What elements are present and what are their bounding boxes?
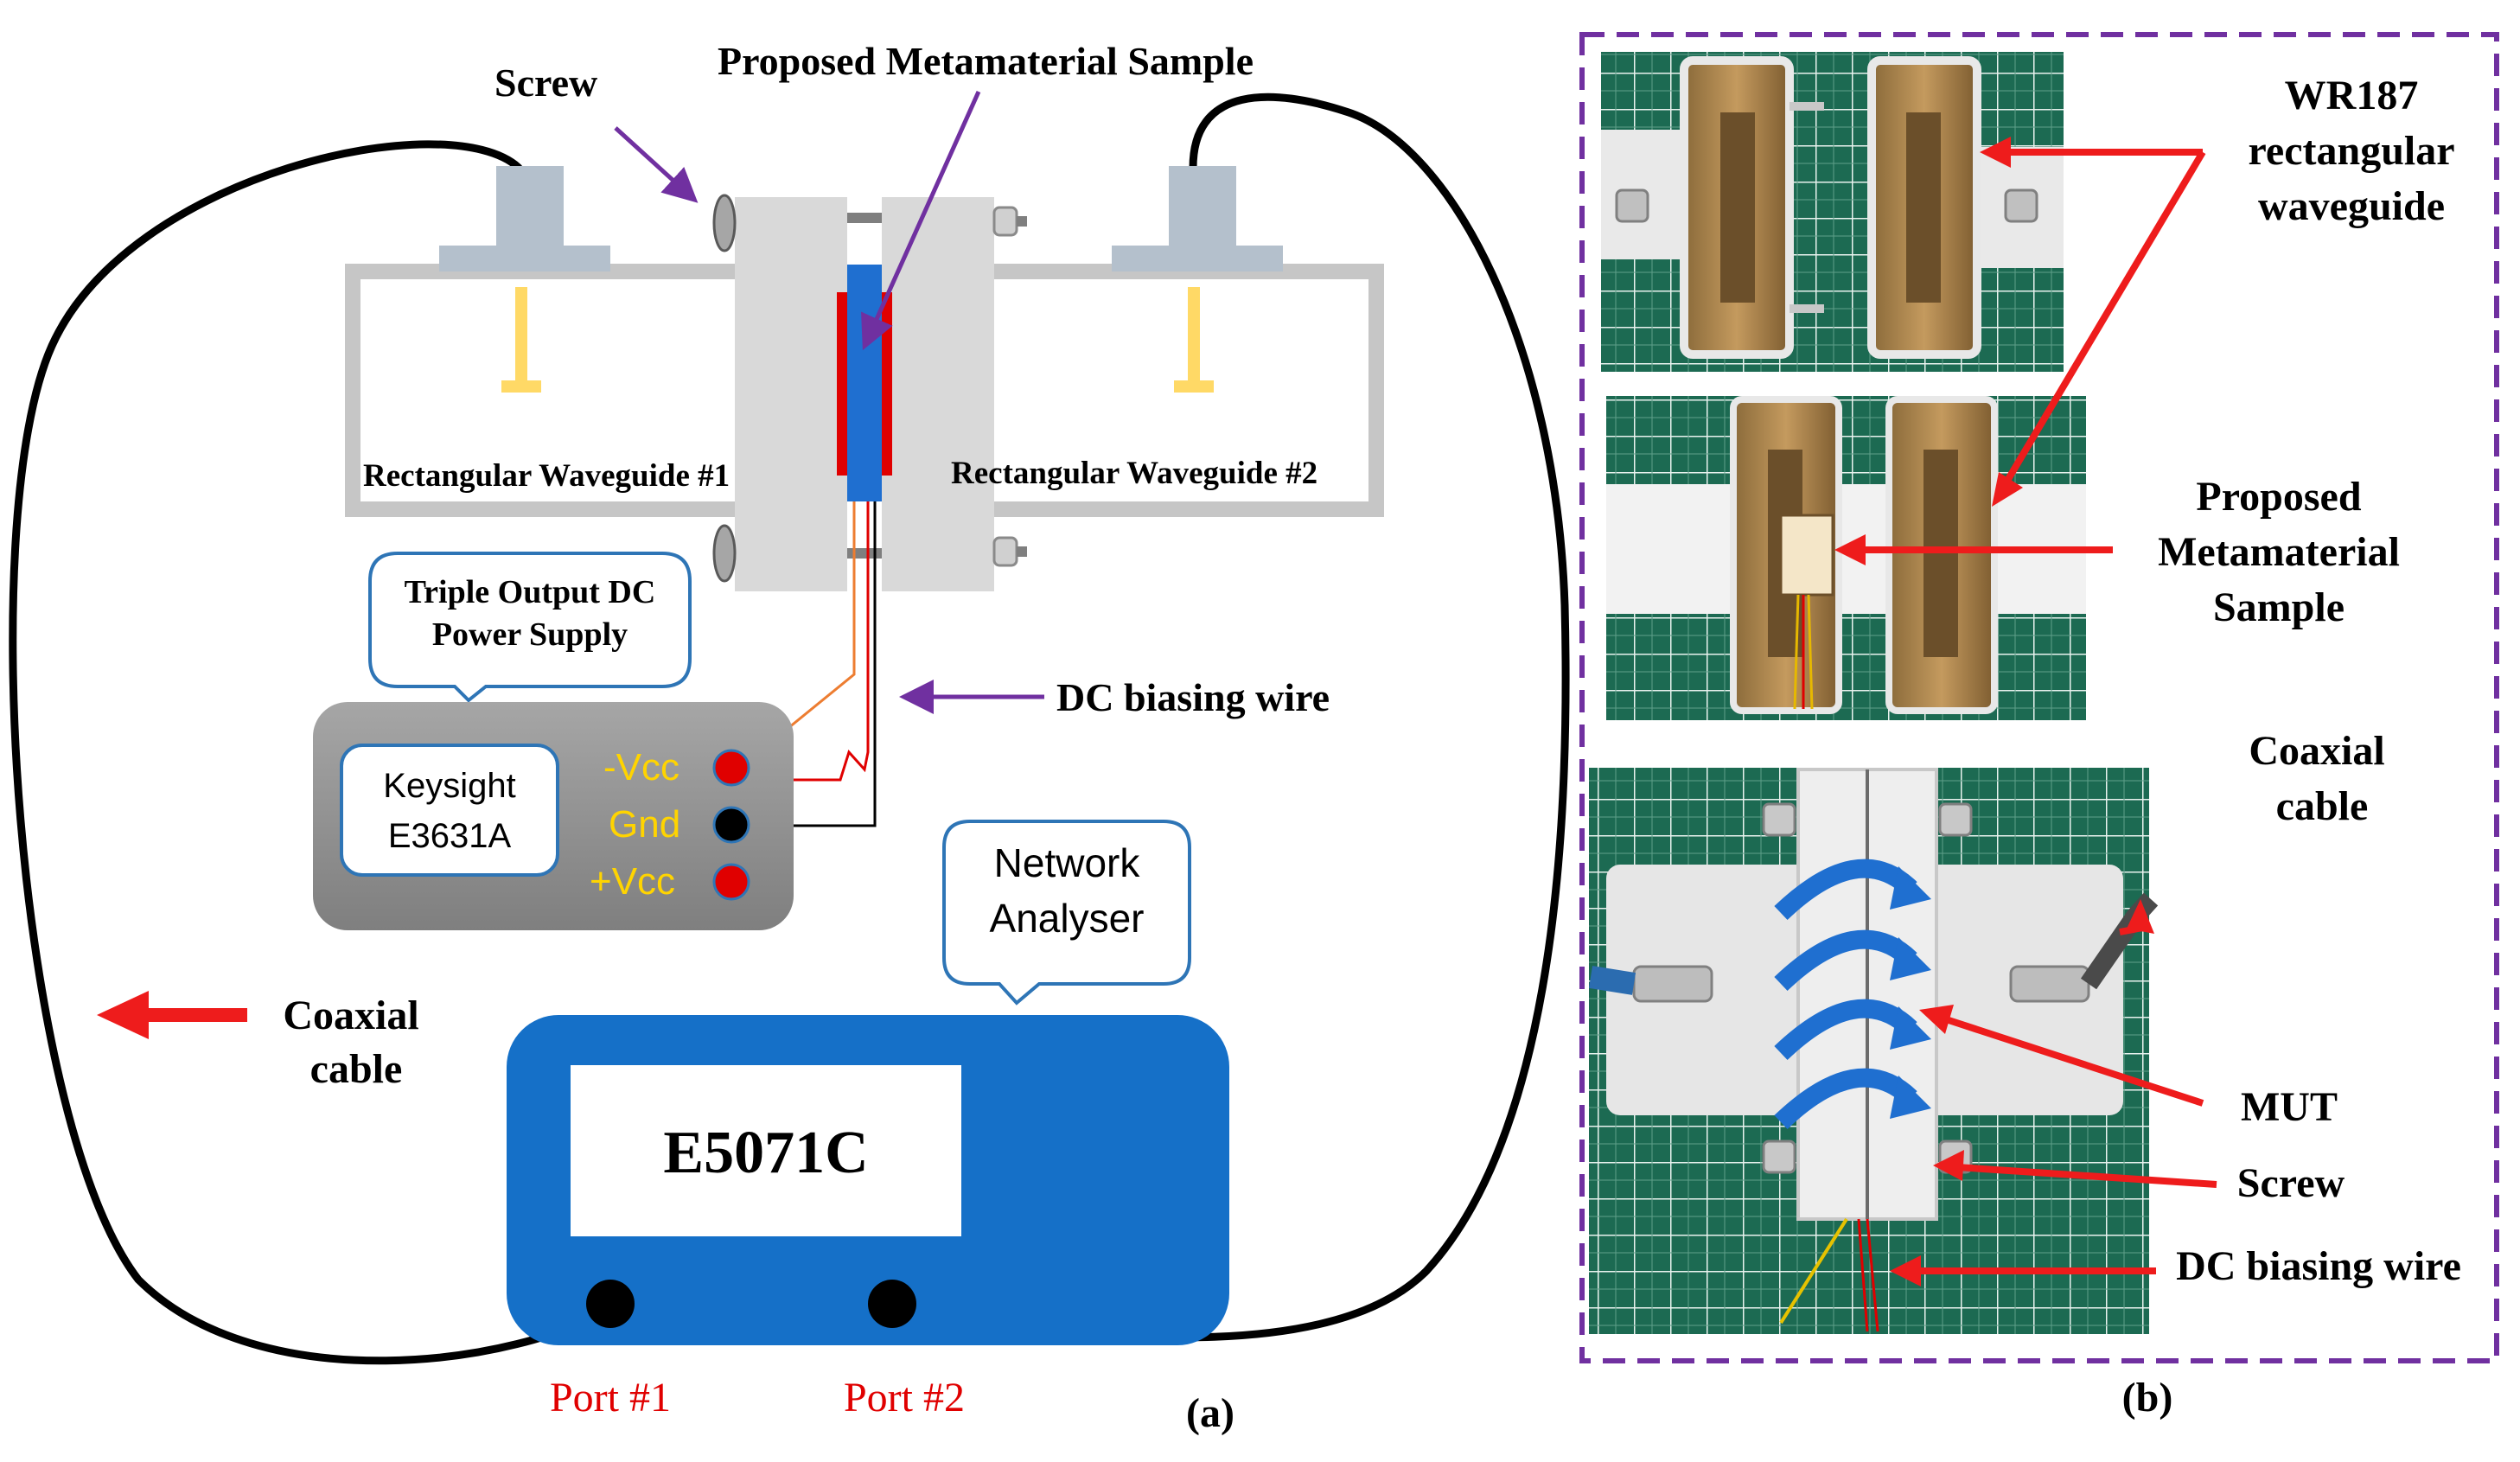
dc-power-supply: Keysight E3631A -Vcc Gnd +Vcc [313,702,794,930]
wr187-label-line3: waveguide [2258,183,2445,229]
terminal-pos-vcc [712,863,750,901]
power-supply-model-line1: Keysight [383,767,515,805]
terminal-gnd [712,806,750,844]
wr187-label-line1: WR187 [2285,73,2419,118]
wr187-label-line2: rectangular [2248,128,2454,174]
photo-assembled-mut [1588,768,2159,1334]
dc-wire-label-a: DC biasing wire [1056,675,1330,719]
analyser-screen [571,1065,961,1236]
coax-arrow-a [97,991,247,1039]
probe-1 [439,166,610,393]
probe-2 [1112,166,1283,393]
coax-label-a-line2: cable [310,1046,403,1092]
screw-label-b: Screw [2237,1160,2345,1206]
screw-arrow [614,126,699,203]
sample-label-b-line1: Proposed [2196,474,2361,520]
network-analyser: E5071C [507,1015,1229,1345]
dc-wire-label-b: DC biasing wire [2176,1243,2461,1289]
dc-biasing-wires [756,501,877,836]
sample-label-b-line2: Metamaterial [2158,529,2400,575]
screw-bottom [712,524,1027,583]
port-1-connector [586,1280,635,1328]
network-callout-line2: Analyser [990,896,1145,941]
photo-waveguides [1601,52,2064,372]
panel-b-label: (b) [2122,1375,2173,1421]
panel-a-label: (a) [1186,1390,1234,1436]
coaxial-cable-right [891,93,1570,1342]
flange-right [882,197,994,591]
power-supply-callout-line2: Power Supply [432,616,628,653]
network-analyser-callout: Network Analyser [942,820,1191,1006]
panel-b: WR187 rectangular waveguide Proposed Met… [1579,32,2499,1421]
power-supply-callout-line1: Triple Output DC [405,574,656,610]
network-callout-line1: Network [994,840,1141,885]
flange-left [735,197,847,591]
terminal-gnd-label: Gnd [609,803,680,846]
power-supply-callout: Triple Output DC Power Supply [368,552,692,703]
port-2-label: Port #2 [844,1375,965,1421]
panel-b-arrowheads [1834,137,2154,1286]
sample-label-b-line3: Sample [2213,584,2345,630]
panel-a: Screw Proposed Metamaterial Sample Recta… [9,39,1570,1436]
port-1-label: Port #1 [550,1375,671,1421]
coax-label-b-line2: cable [2276,783,2369,829]
power-supply-model-box [340,744,559,877]
panel-b-frame [1579,32,2499,1363]
terminal-neg-vcc-label: -Vcc [603,746,679,788]
power-supply-model-line2: E3631A [388,817,512,855]
terminal-pos-vcc-label: +Vcc [590,860,675,903]
mut-label: MUT [2241,1084,2338,1130]
waveguide-2-label: Rectangular Waveguide #2 [951,456,1317,491]
coax-label-b-line1: Coaxial [2249,728,2384,774]
photo-sample-mounted [1606,396,2086,720]
port-2-connector [868,1280,916,1328]
coax-label-a-line1: Coaxial [283,993,418,1038]
photo2-sample-chip [1779,514,1834,597]
panel-b-arrows [1857,149,2217,1274]
terminal-neg-vcc [712,749,750,787]
sample-arrow [861,90,981,351]
coaxial-cable-left [9,140,620,1365]
photo3-left-coax [1588,966,1636,995]
analyser-model: E5071C [663,1120,868,1186]
sample-label: Proposed Metamaterial Sample [718,39,1254,83]
screw-top [712,194,1027,252]
screw-label: Screw [494,61,597,105]
waveguide-1-label: Rectangular Waveguide #1 [363,458,730,494]
